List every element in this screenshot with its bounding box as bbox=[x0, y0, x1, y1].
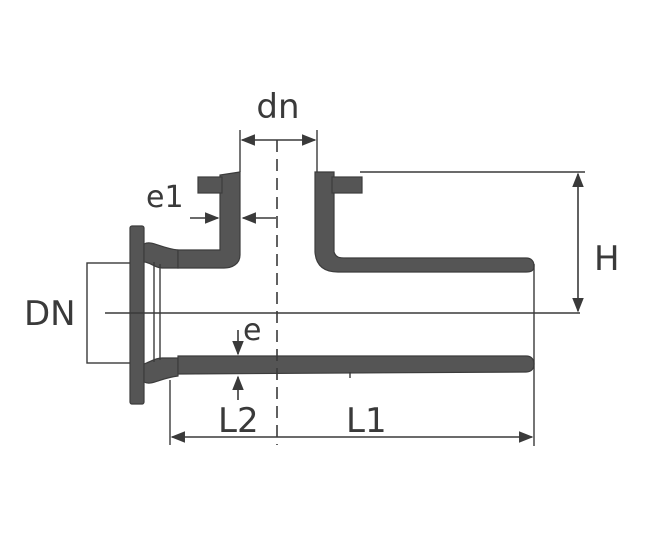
upper-left-wall bbox=[177, 171, 241, 269]
label-e: e bbox=[243, 313, 261, 348]
label-DN: DN bbox=[24, 294, 76, 334]
label-L2: L2 bbox=[218, 401, 259, 441]
label-L1: L1 bbox=[346, 401, 387, 441]
flange-plate bbox=[129, 225, 145, 405]
label-e1: e1 bbox=[146, 180, 184, 215]
bottom-wall bbox=[177, 355, 535, 375]
socket-collar-top bbox=[143, 242, 179, 269]
label-H: H bbox=[594, 239, 620, 279]
socket-collar-bottom bbox=[143, 357, 179, 384]
label-dn: dn bbox=[256, 87, 299, 127]
branch-flange-left bbox=[197, 176, 223, 194]
branch-flange-right bbox=[331, 176, 363, 194]
